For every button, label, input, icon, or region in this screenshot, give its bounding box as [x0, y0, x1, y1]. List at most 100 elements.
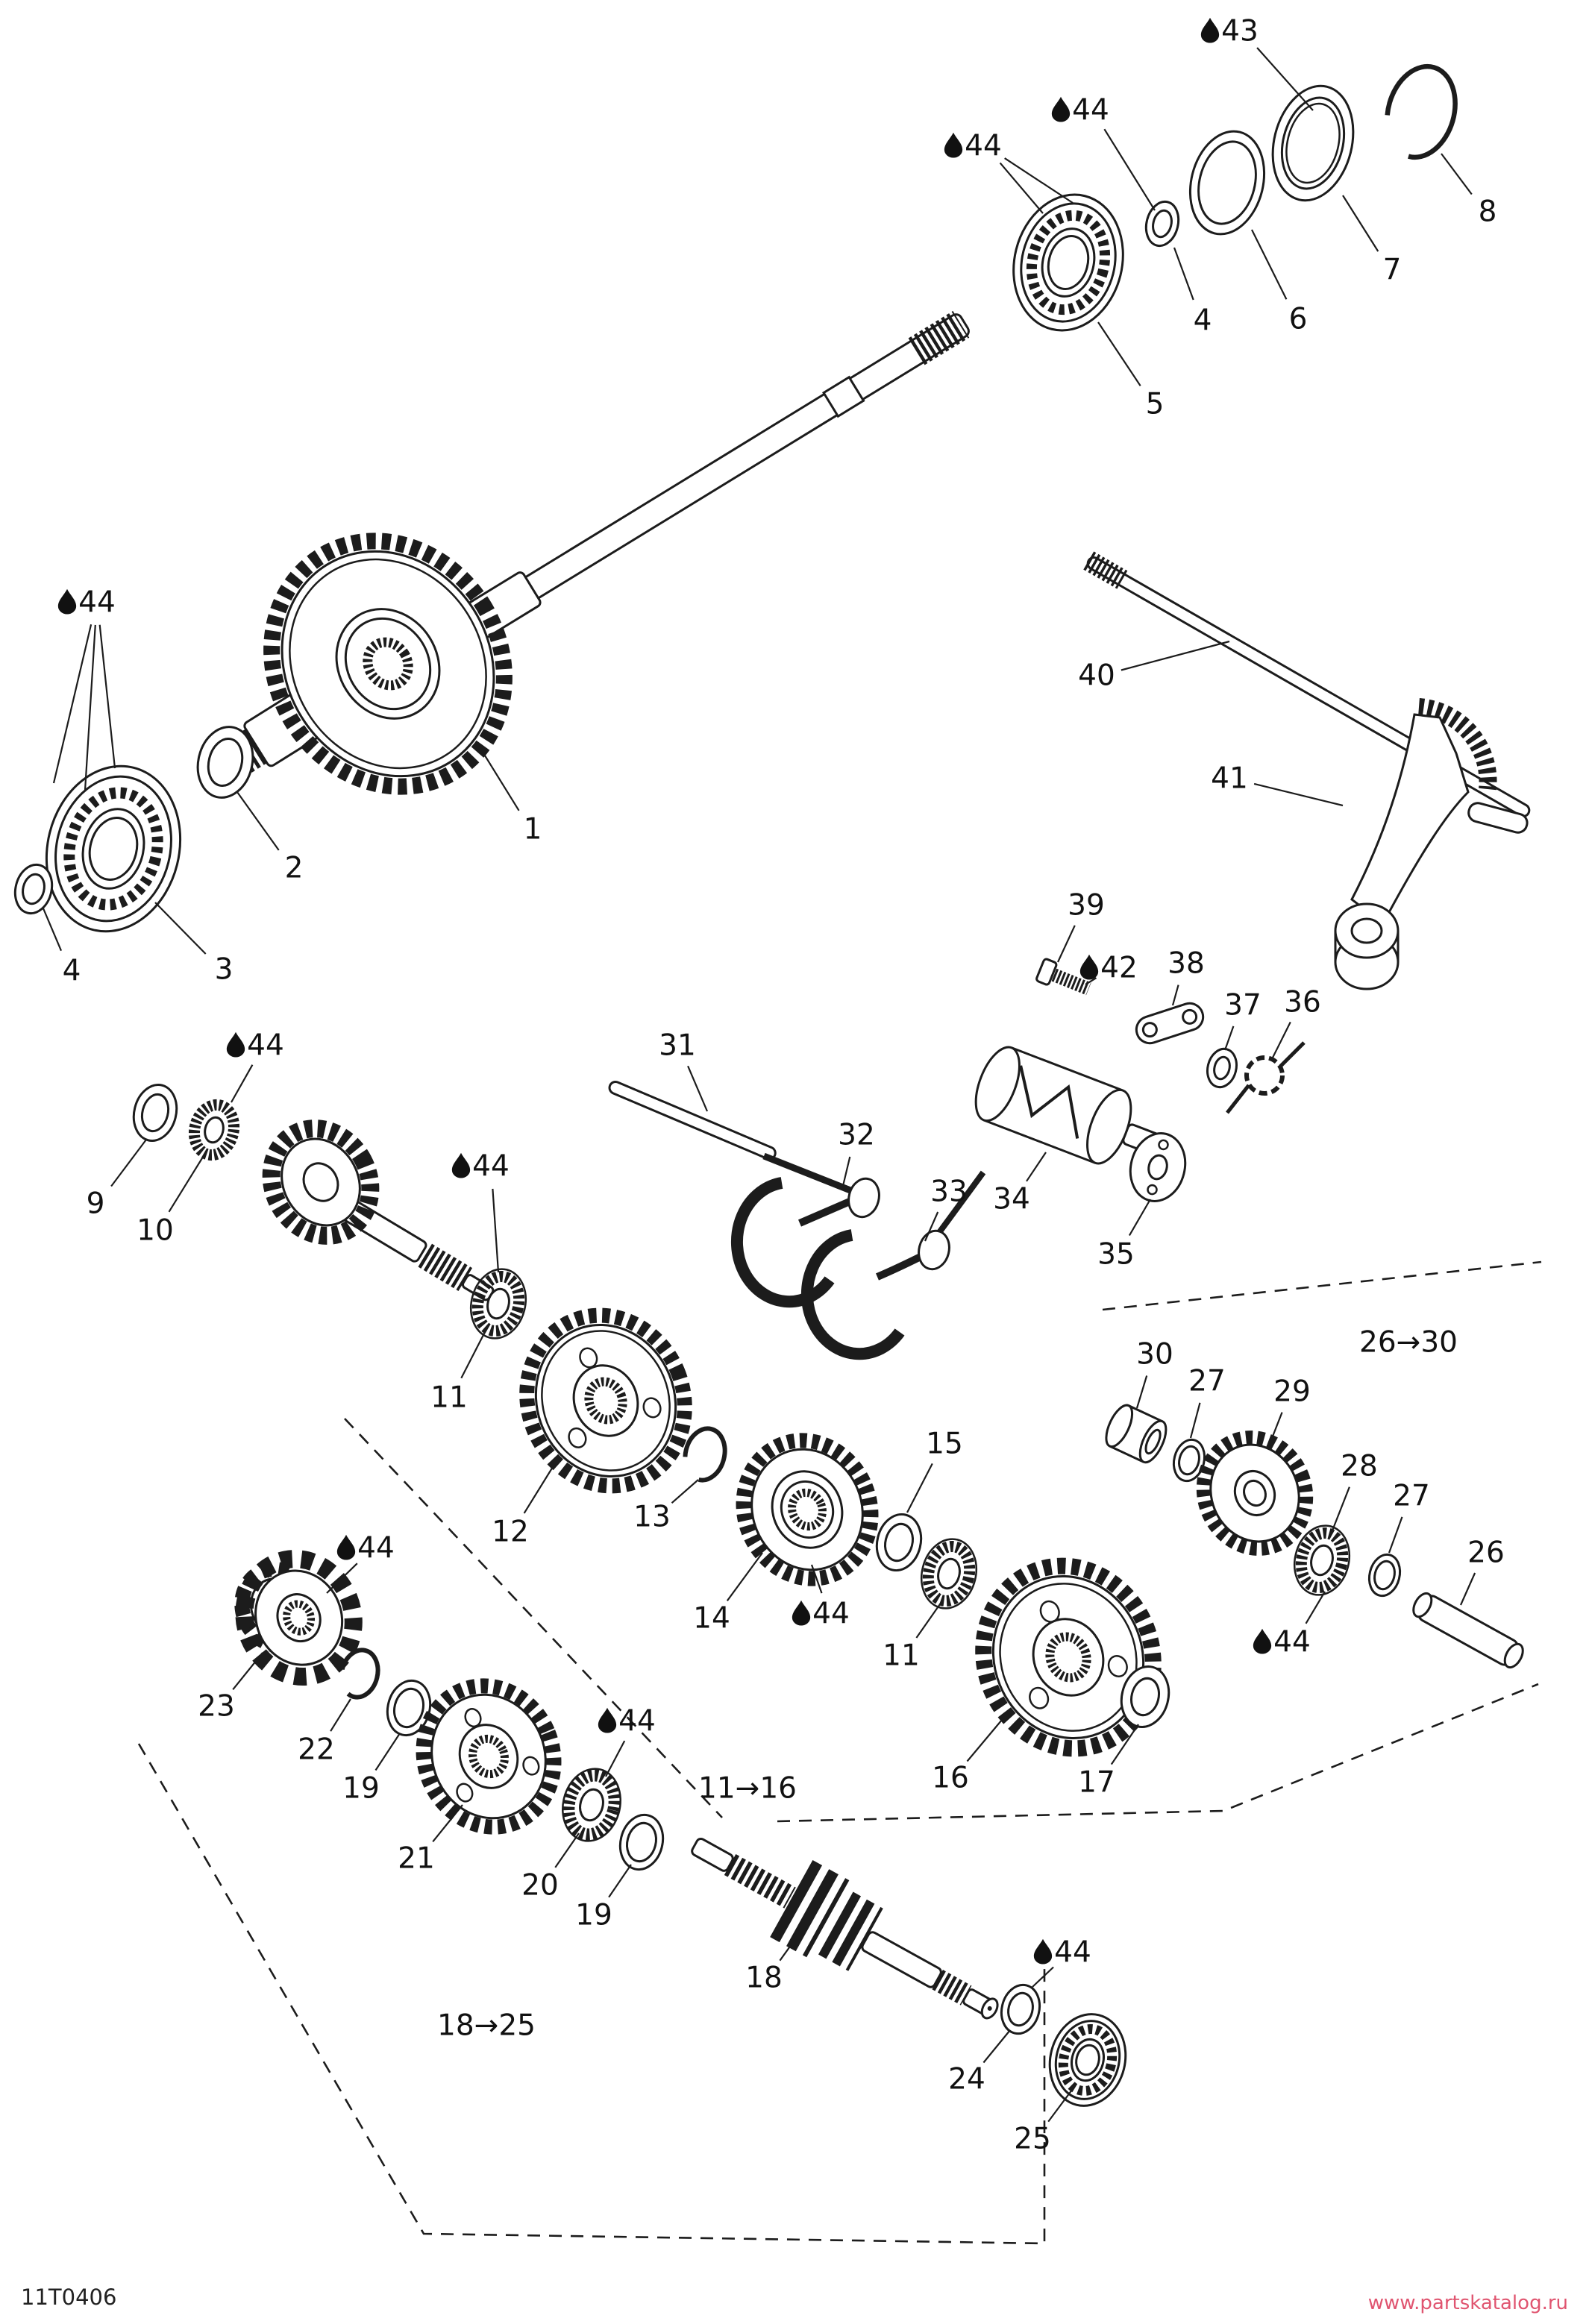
- leader-line: [1026, 1152, 1047, 1182]
- oil-drop-icon: [944, 132, 963, 158]
- callout-number: 7: [1383, 254, 1402, 287]
- oil-drop-icon: [598, 1707, 617, 1733]
- oil-drop-icon: [1051, 96, 1071, 122]
- oil-drop-icon: [336, 1534, 356, 1560]
- leader-line: [1331, 1486, 1350, 1531]
- callout-number: 44: [812, 1598, 850, 1631]
- callout-27-39: 27: [1188, 1365, 1226, 1439]
- shift-fork-33: [800, 1170, 986, 1360]
- callout-number: 39: [1068, 889, 1105, 923]
- leader-line: [1110, 1724, 1139, 1765]
- bolt-39: [1035, 958, 1091, 996]
- ball-bearing-3: [45, 764, 182, 933]
- callout-number: 6: [1289, 303, 1308, 336]
- fork-rod-31: [608, 1080, 777, 1161]
- callout-number: 41: [1211, 762, 1248, 796]
- leader-line: [608, 1864, 632, 1898]
- callout-number: 31: [659, 1029, 696, 1063]
- leader-line: [1135, 1375, 1148, 1409]
- callout-43-0: 43: [1200, 15, 1314, 111]
- leader-line: [480, 749, 520, 811]
- callout-number: 37: [1224, 989, 1262, 1023]
- callout-number: 43: [1221, 15, 1259, 48]
- leader-line: [42, 908, 63, 952]
- callout-number: 9: [87, 1187, 105, 1221]
- callout-44-44: 44: [1253, 1591, 1326, 1659]
- leader-line: [999, 162, 1044, 214]
- callout-30-38: 30: [1135, 1338, 1173, 1409]
- snap-ring-13: [683, 1426, 727, 1483]
- ring-24: [1000, 1983, 1041, 2035]
- callout-number: 44: [1054, 1936, 1091, 1970]
- leader-line: [1223, 1026, 1235, 1051]
- leader-line: [1189, 1402, 1201, 1439]
- ring-27b: [1367, 1553, 1402, 1598]
- gearshift-arm-41: [1334, 698, 1529, 990]
- leader-line: [779, 1938, 796, 1962]
- leader-line: [810, 1564, 823, 1594]
- plate-35: [1129, 1132, 1187, 1202]
- callout-number: 16: [932, 1762, 969, 1795]
- callout-40-13: 40: [1078, 640, 1230, 693]
- callout-14-32: 14: [693, 1552, 763, 1636]
- callout-15-34: 15: [906, 1428, 963, 1513]
- oil-drop-icon: [1200, 17, 1220, 43]
- callout-17-37: 17: [1078, 1724, 1139, 1800]
- callout-number: 8: [1479, 195, 1497, 229]
- leader-line: [330, 1698, 351, 1732]
- callout-24-55: 24: [948, 2029, 1011, 2097]
- leader-line: [554, 1832, 580, 1868]
- ring-6: [1188, 130, 1266, 236]
- leader-line: [1388, 1516, 1403, 1554]
- callout-44-1: 44: [1051, 94, 1156, 211]
- callout-number: 19: [342, 1772, 380, 1806]
- callout-44-45: 44: [326, 1532, 395, 1594]
- callout-number: 24: [948, 2063, 985, 2097]
- callout-36-19: 36: [1272, 986, 1321, 1058]
- callout-number: 28: [1341, 1450, 1378, 1483]
- callout-number: 13: [633, 1501, 671, 1534]
- callout-number: 12: [492, 1516, 529, 1549]
- washer-2: [196, 726, 254, 799]
- watermark-text: www.partskatalog.ru: [1368, 2292, 1568, 2314]
- callout-number: 22: [298, 1733, 335, 1767]
- callout-26-43: 26: [1459, 1536, 1505, 1606]
- leader-line: [1103, 128, 1156, 211]
- callout-number: 5: [1146, 388, 1165, 421]
- washer-15: [875, 1513, 923, 1572]
- ball-bearing-5: [1012, 193, 1124, 332]
- leader-line: [1047, 2086, 1075, 2123]
- callout-11-35: 11: [883, 1601, 942, 1673]
- callout-27-42: 27: [1388, 1480, 1430, 1554]
- callout-42-16: 42: [1079, 952, 1138, 985]
- leader-line: [1441, 153, 1473, 195]
- link-plate-38: [1135, 1002, 1205, 1045]
- callout-25-56: 25: [1014, 2086, 1075, 2156]
- callout-number: 30: [1136, 1338, 1173, 1372]
- callout-number: 10: [137, 1214, 174, 1248]
- callout-32-23: 32: [838, 1119, 875, 1187]
- callout-33-24: 33: [924, 1175, 968, 1242]
- spring-36: [1226, 1041, 1306, 1114]
- leader-line: [492, 1188, 500, 1273]
- group-boundaries: [137, 1260, 1542, 2245]
- leader-line: [906, 1463, 933, 1513]
- callout-28-41: 28: [1331, 1450, 1378, 1531]
- main-shaft: [463, 310, 970, 640]
- gear-1: [206, 533, 513, 795]
- callout-19-52: 19: [575, 1864, 632, 1932]
- leader-line: [1121, 640, 1230, 671]
- callout-23-46: 23: [198, 1652, 263, 1724]
- leader-line: [326, 1563, 358, 1594]
- callout-44-28: 44: [451, 1150, 510, 1273]
- callout-1-8: 1: [480, 749, 542, 847]
- cluster-shaft-18: [691, 1837, 999, 2020]
- washer-17: [1120, 1665, 1170, 1728]
- callout-22-47: 22: [298, 1698, 351, 1767]
- bevel-pinion-gear: [262, 1119, 380, 1245]
- group-range-label-2: 26→30: [1359, 1326, 1458, 1360]
- callout-4-6: 4: [1173, 247, 1212, 338]
- leader-line: [966, 1715, 1006, 1762]
